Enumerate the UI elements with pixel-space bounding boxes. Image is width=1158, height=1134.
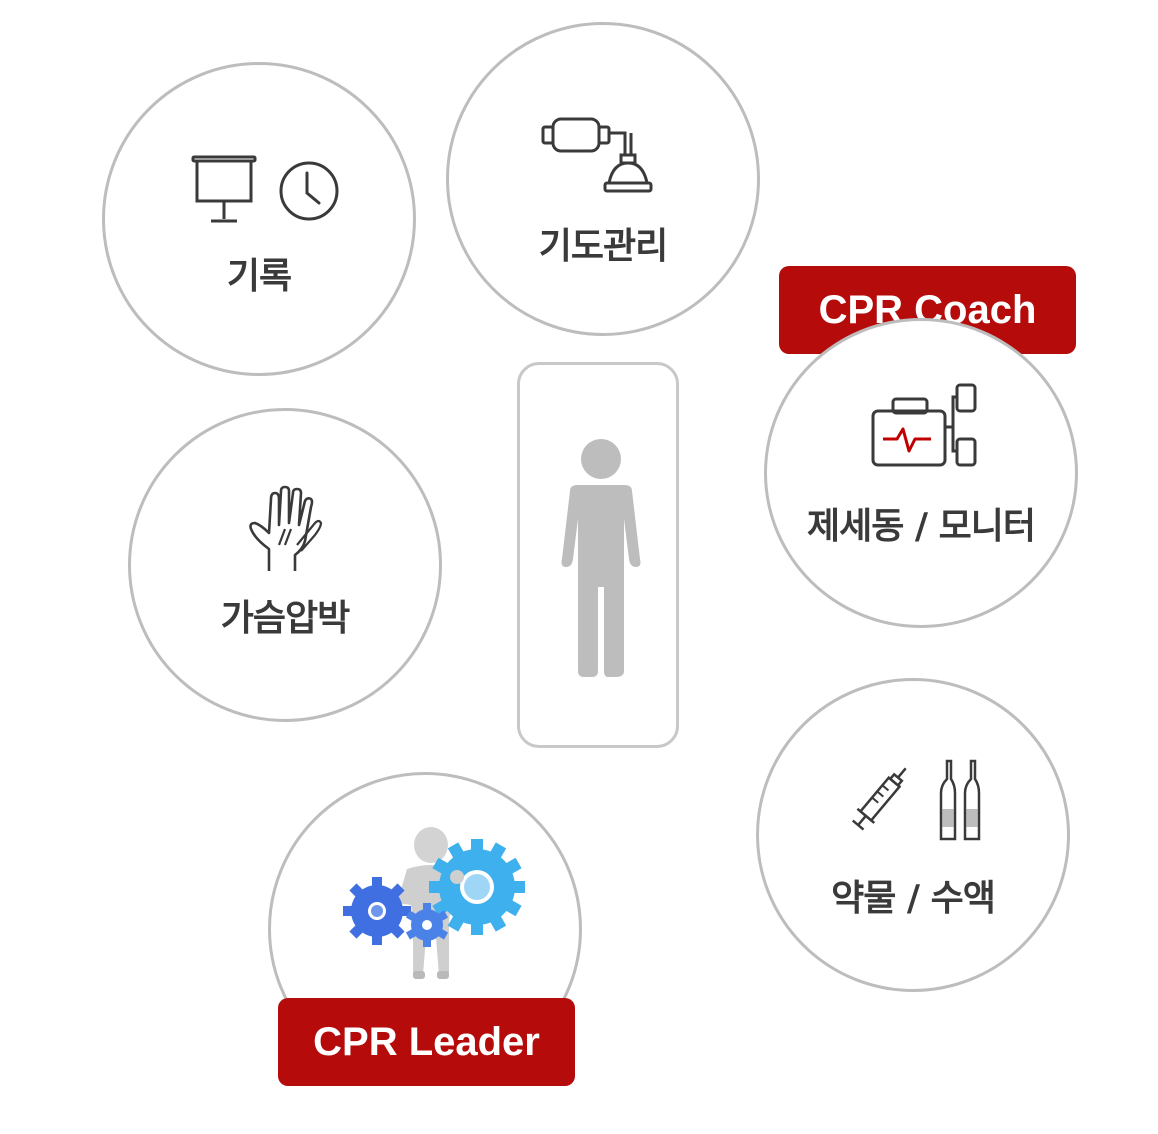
cpr-leader-badge: CPR Leader	[278, 998, 575, 1086]
person-with-gears-icon	[343, 827, 525, 979]
record-label: 기록	[226, 256, 292, 297]
ampoule-icon	[939, 759, 981, 841]
chest-compression-label: 가슴압박	[220, 598, 350, 639]
drug-fluid-label: 약물 / 수액	[831, 878, 996, 919]
defibrillator-monitor-icon	[871, 383, 977, 467]
drug-fluid-node[interactable]: 약물 / 수액	[756, 678, 1070, 992]
patient-bed	[517, 362, 679, 748]
syringe-icon	[851, 767, 907, 831]
airway-node[interactable]: 기도관리	[446, 22, 760, 336]
defibrillator-monitor-label: 제세동 / 모니터	[807, 506, 1036, 547]
patient-figure-icon	[561, 439, 641, 677]
hands-compression-icon	[249, 485, 323, 571]
record-node[interactable]: 기록	[102, 62, 416, 376]
clock-icon	[279, 161, 339, 221]
chest-compression-node[interactable]: 가슴압박	[128, 408, 442, 722]
projector-screen-icon	[191, 155, 257, 223]
bag-valve-mask-icon	[541, 117, 653, 193]
defibrillator-monitor-node[interactable]: 제세동 / 모니터	[764, 318, 1078, 628]
airway-label: 기도관리	[538, 226, 668, 267]
